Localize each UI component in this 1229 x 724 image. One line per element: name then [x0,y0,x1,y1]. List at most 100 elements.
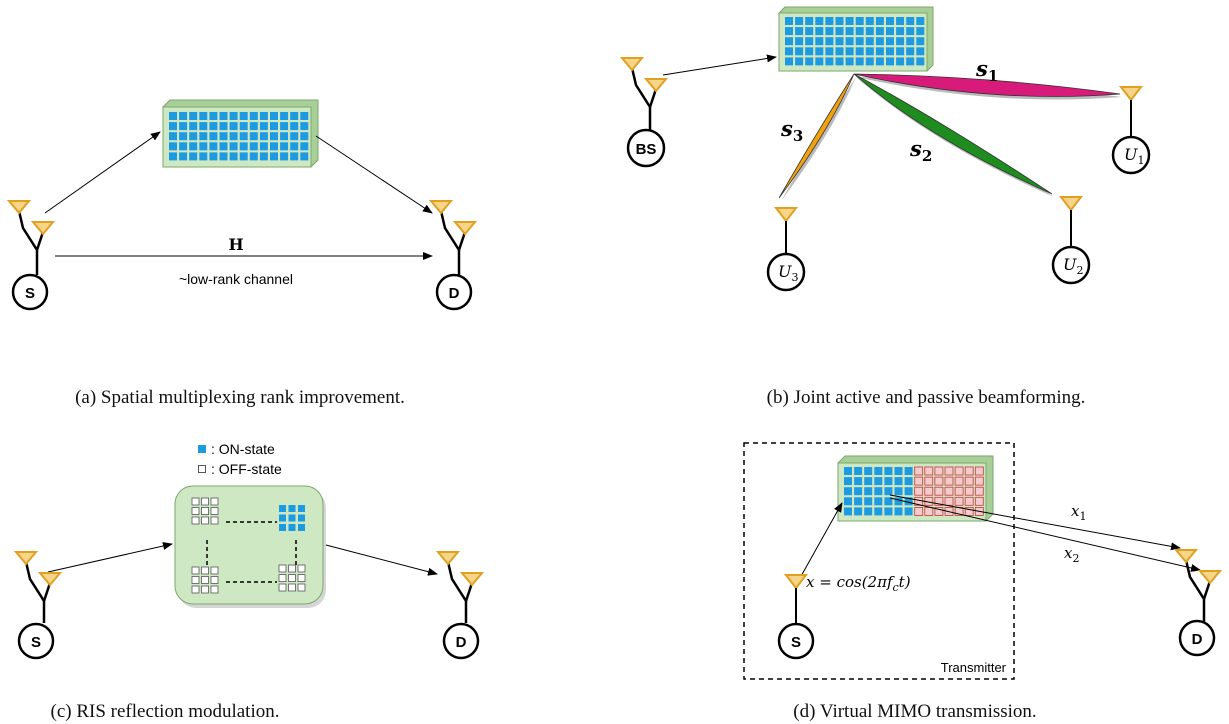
ris-element [209,152,218,161]
ris-element [805,57,814,66]
ris-element [201,585,209,594]
ris-element [906,27,915,36]
ris-element [815,57,824,66]
ris-element [896,47,905,56]
ris-element [209,112,218,120]
dest-antenna-d: D [1173,549,1223,657]
link-bs-to-ris [662,54,777,76]
ris-element [795,47,804,56]
ris-element [229,132,238,141]
ris-element [835,57,844,66]
ris-element [785,37,793,46]
user-label-u2: U2 [1063,255,1083,277]
ris-element [934,506,944,516]
ris-element [210,497,219,506]
ris-element [896,17,905,25]
ris-element [906,17,915,25]
ris-element [239,152,248,161]
ris-element [290,122,299,131]
ris-element [964,466,974,476]
panel-d: Transmitter x1 x2 S x = cos(2πfct) D (d)… [743,442,1223,722]
beam-s1 [853,73,1122,100]
ris-element [199,142,208,151]
ris-element [914,466,924,476]
ris-element [854,507,863,516]
ris-element [864,467,873,475]
ris-element [875,47,884,56]
ris-element [795,17,804,25]
ris-element [844,507,852,516]
ris-element [894,487,903,496]
dest-label: D [449,285,460,302]
ris-element [288,574,296,582]
ris-element [290,112,299,120]
ris-element [278,574,287,582]
ris-element [169,122,177,131]
ris-element [210,516,219,525]
panel-a: H ~low-rank channel S D (a) Spatial mult… [6,99,478,408]
ris-panel-b [778,6,934,72]
ris-element [875,27,884,36]
ris-element [201,516,209,525]
ris-element [259,122,268,131]
ris-element [916,17,925,25]
ris-element [815,47,824,56]
signal-equation: x = cos(2πfct) [806,573,911,594]
ris-element [210,566,219,575]
ris-element [835,47,844,56]
dest-antenna-a: D [428,200,478,311]
ris-element [964,496,974,506]
ris-element [288,564,296,573]
ris-element [916,37,925,46]
legend-off-swatch [198,465,206,473]
ris-element [191,497,200,506]
ris-element [886,37,894,46]
ris-element [864,497,873,506]
ris-panel-d [837,455,994,522]
ris-element [249,152,258,161]
ris-element [201,497,209,506]
ris-element [280,122,289,131]
ris-element [288,514,296,522]
ris-element [875,57,884,66]
ris-element [300,122,309,131]
ris-element [169,112,177,120]
ris-element [290,142,299,151]
ris-element [270,132,278,141]
ris-element [239,132,248,141]
ris-element [210,507,219,515]
ris-element [854,467,863,475]
ris-element [288,505,296,512]
ris-element [785,47,793,56]
ris-element [874,477,883,486]
ris-element [298,505,305,512]
ris-element [191,585,200,594]
ris-element [239,122,248,131]
ris-element [199,122,208,131]
ris-element [191,566,200,575]
beam-label-s2: s2 [909,136,932,165]
ris-element [785,17,793,25]
ris-element [169,152,177,161]
ris-element [179,122,188,131]
ris-element [270,112,278,120]
beam-s2 [853,73,1054,197]
ris-element [297,564,306,573]
ris-element [259,142,268,151]
ris-element [974,486,984,496]
ris-element [864,507,873,516]
beam-label-s1: s1 [975,56,998,85]
ris-element [239,142,248,151]
ris-element [874,507,883,516]
ris-element [825,47,834,56]
ris-element [934,496,944,506]
ris-element [896,27,905,36]
x2-label: x2 [1064,544,1079,565]
ris-element [914,476,924,486]
ris-element [844,497,852,506]
beam-s3 [778,73,856,201]
ris-element [855,47,864,56]
transmitter-box [743,442,1015,680]
link-x2 [889,497,1201,572]
ris-element [886,57,894,66]
